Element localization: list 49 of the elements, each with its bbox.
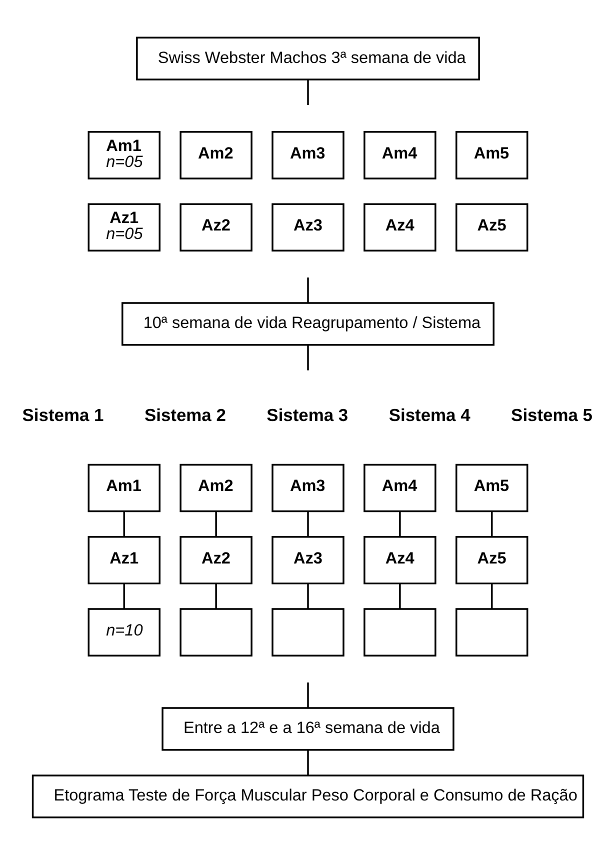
node-box: Az5: [456, 203, 528, 252]
node-box: Etograma Teste de Força Muscular Peso Corporal e Consumo de Ração: [32, 774, 584, 818]
node-box: Az3: [272, 203, 344, 252]
node-box: Az2: [180, 203, 252, 252]
node-box: [180, 608, 252, 656]
connector: [307, 750, 309, 776]
connector: [215, 584, 217, 609]
node-box: Am3: [272, 464, 344, 512]
node-box: Am1 n=05: [88, 131, 160, 180]
node-box: Entre a 12ª e a 16ª semana de vida: [162, 707, 454, 751]
node-box: Am2: [180, 464, 252, 512]
connector: [399, 584, 401, 609]
node-box: Az5: [456, 536, 528, 584]
node-box: Az1: [88, 536, 160, 584]
connector: [123, 584, 125, 609]
node-box: Am4: [364, 464, 436, 512]
node-box: [456, 608, 528, 656]
connector: [307, 80, 309, 105]
connector: [491, 584, 493, 609]
node-box: Swiss Webster Machos 3ª semana de vida: [136, 36, 480, 80]
node-box: Az3: [272, 536, 344, 584]
node-box: Az4: [364, 536, 436, 584]
label: Sistema 4: [388, 405, 470, 426]
node-box: [272, 608, 344, 656]
label: Sistema 2: [144, 405, 226, 426]
connector: [307, 278, 309, 303]
node-box: Am1: [88, 464, 160, 512]
node-box: Az2: [180, 536, 252, 584]
label: Sistema 1: [22, 405, 104, 426]
connector: [123, 512, 125, 537]
connector: [399, 512, 401, 537]
node-box: Am5: [456, 464, 528, 512]
connector: [307, 584, 309, 609]
connector: [307, 512, 309, 537]
connector: [491, 512, 493, 537]
connector: [215, 512, 217, 537]
connector: [307, 345, 309, 370]
label: Sistema 5: [511, 405, 593, 426]
node-box: Am2: [180, 131, 252, 180]
node-box: Az1 n=05: [88, 203, 160, 252]
connector: [307, 682, 309, 708]
label: Sistema 3: [266, 405, 348, 426]
node-box: Am4: [364, 131, 436, 180]
node-box: [364, 608, 436, 656]
node-box: 10ª semana de vida Reagrupamento / Sistema: [122, 302, 494, 346]
node-box: n=10: [88, 608, 160, 656]
node-box: Am3: [272, 131, 344, 180]
node-box: Az4: [364, 203, 436, 252]
node-box: Am5: [456, 131, 528, 180]
